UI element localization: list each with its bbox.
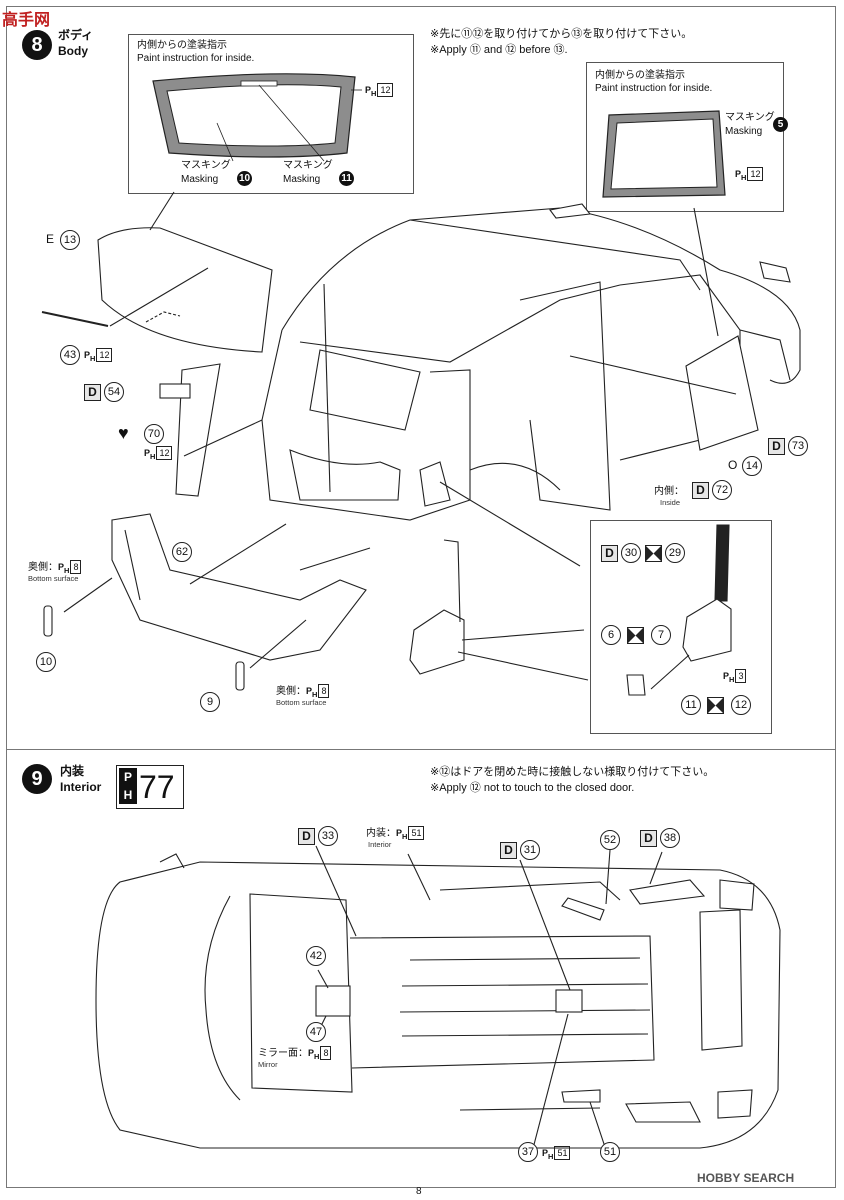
step-8-note-jp: ※先に⑪⑫を取り付けてから⑬を取り付けて下さい。 [430,28,693,40]
side-glass-d-code: 73 [788,436,808,456]
step-9-note-en: ※Apply ⑫ not to touch to the closed door… [430,782,635,794]
side-window-drawing [602,110,726,198]
step-9-title-jp: 内装 [60,764,85,778]
mask-a-num: 10 [237,171,252,186]
step-8-title-en: Body [58,44,88,58]
side-glass-letter: O [728,458,738,472]
mirror-label-en: Mirror [258,1060,278,1069]
clear-parts-icon [645,545,662,562]
lamp-d-code: 30 [621,543,641,563]
rear-window-drawing [152,73,362,162]
int-d-icon-c: D [640,830,657,847]
part-42: 42 [306,946,326,966]
step-8-number: 8 [22,30,52,60]
heart-icon: ♥ [118,423,129,443]
clear-parts-icon-a [627,627,644,644]
rear-window-paint-inset: 内側からの塗装指示 Paint instruction for inside. … [128,34,414,194]
bottom-left-en: Bottom surface [28,574,79,583]
inside-label-en: Inside [660,498,681,507]
inset-title-en: Paint instruction for inside. [137,53,255,64]
int-d-icon-a: D [298,828,315,845]
lamp-d-icon: D [601,545,618,562]
lamp-part-a: 6 [601,625,621,645]
lamp-clear-code: 29 [665,543,685,563]
mask-a-en: Masking [181,174,219,185]
clear-parts-icon-b [707,697,724,714]
inset-title-jp: 内側からの塗装指示 [137,40,227,51]
lamp-part-b-clear: 12 [731,695,751,715]
side-glass-part: 14 [742,456,762,476]
mask-b-jp: マスキング [283,160,333,171]
step-9-note-jp: ※⑫はドアを閉めた時に接触しない様取り付けて下さい。 [430,766,715,778]
side-mask-num: 5 [773,117,788,132]
part-52: 52 [600,830,620,850]
int-d-code-b: 31 [520,840,540,860]
heart-part: 70 [144,424,164,444]
step-8-note-en: ※Apply ⑪ and ⑫ before ⑬. [430,44,568,56]
side-mask-jp: マスキング [725,112,775,123]
mask-b-en: Masking [283,174,321,185]
interior-label-en: Interior [368,840,392,849]
inside-d-icon: D [692,482,709,499]
side-inset-title-jp: 内側からの塗装指示 [595,70,685,81]
d-badge-icon: D [84,384,101,401]
int-d-code-a: 33 [318,826,338,846]
side-mask-en: Masking [725,126,763,137]
side-window-paint-inset: 内側からの塗装指示 Paint instruction for inside. … [586,62,788,212]
side-inset-title-en: Paint instruction for inside. [595,83,713,94]
part-37: 37 [518,1142,538,1162]
ph-paint-code: 77 [139,769,175,805]
step-8-title-jp: ボディ [58,28,94,42]
tail-lamp-drawing [626,524,732,696]
part-51: 51 [600,1142,620,1162]
car-exploded-view-drawing [41,191,801,691]
side-glass-d-icon: D [768,438,785,455]
part-47: 47 [306,1022,326,1042]
inside-d-code: 72 [712,480,732,500]
int-d-icon-b: D [500,842,517,859]
step-9-title-en: Interior [60,780,102,794]
interior-top-view-drawing [95,845,781,1163]
lamp-part-a-clear: 7 [651,625,671,645]
bottom-right-en: Bottom surface [276,698,327,707]
page-number: 8 [416,1186,422,1197]
page-border [6,6,836,1188]
mask-b-num: 11 [339,171,354,186]
site-logo: 高手网 [2,12,51,29]
inside-label-jp: 内側： [654,486,684,497]
watermark: HOBBY SEARCH [697,1171,795,1185]
d-badge-part: 54 [104,382,124,402]
wiper-part: 43 [60,345,80,365]
lamp-part-b: 11 [681,695,701,715]
reflector-right-part: 9 [200,692,220,712]
rear-glass-part: 13 [60,230,80,250]
step-separator [6,749,836,750]
rear-glass-letter: E [46,232,55,246]
int-d-code-c: 38 [660,828,680,848]
step-9-number: 9 [22,764,52,794]
reflector-left-part: 10 [36,652,56,672]
bumper-part: 62 [172,542,192,562]
mask-a-jp: マスキング [181,160,231,171]
